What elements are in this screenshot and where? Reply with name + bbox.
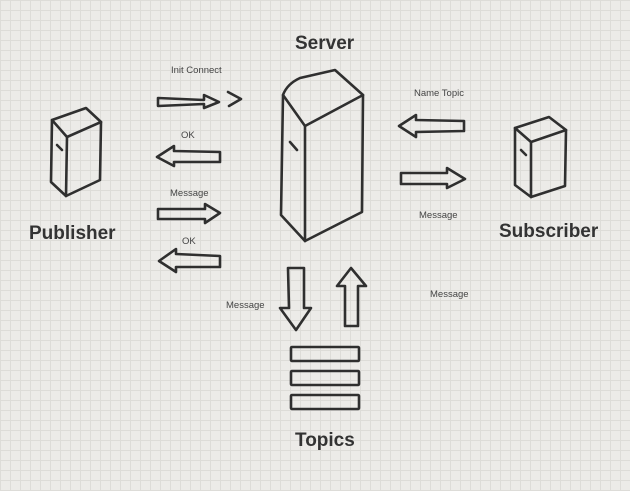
- init-connect-label: Init Connect: [171, 65, 222, 76]
- arrow-message-from-topics: [335, 266, 368, 328]
- arrow-message-pub: [156, 202, 222, 225]
- topics-icon: [289, 345, 361, 411]
- name-topic-label: Name Topic: [414, 88, 464, 99]
- server-icon: [279, 68, 365, 243]
- arrow-ok-2: [157, 247, 222, 274]
- message-label-topics-down: Message: [226, 300, 265, 311]
- publisher-label: Publisher: [29, 223, 116, 244]
- message-label-sub: Message: [419, 210, 458, 221]
- message-label-topics-up: Message: [430, 289, 469, 300]
- server-label: Server: [295, 33, 355, 54]
- arrow-init-connect: [156, 90, 243, 110]
- topics-label: Topics: [295, 430, 355, 451]
- arrow-ok-1: [155, 144, 222, 168]
- subscriber-icon: [513, 115, 568, 199]
- publisher-icon: [49, 106, 103, 198]
- ok-label-1: OK: [181, 130, 195, 141]
- message-label-pub: Message: [170, 188, 209, 199]
- arrow-message-to-topics: [278, 266, 313, 332]
- arrow-message-sub: [399, 166, 467, 190]
- ok-label-2: OK: [182, 236, 196, 247]
- arrow-name-topic: [397, 113, 466, 139]
- subscriber-label: Subscriber: [499, 221, 599, 242]
